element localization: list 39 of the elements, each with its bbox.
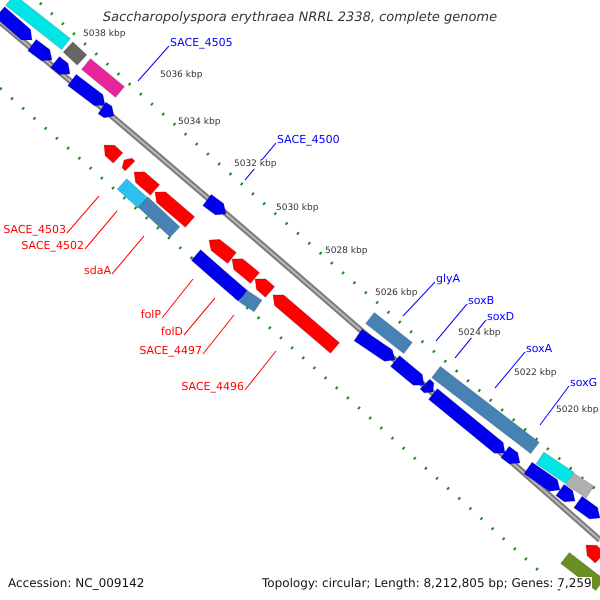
leader-line: [138, 46, 170, 82]
gene-label: glyA: [436, 273, 460, 284]
tick-label: 5036 kbp: [160, 71, 202, 80]
leader-line: [244, 350, 276, 390]
title: Saccharopolyspora erythraea NRRL 2338, complete genome: [102, 11, 498, 24]
gene-label: SACE_4497: [139, 345, 202, 356]
gene-label: soxB: [468, 295, 494, 306]
footer-text: Accession: NC_009142: [8, 577, 144, 589]
tick-label: 5028 kbp: [325, 247, 368, 256]
footer-text: Topology: circular; Length: 8,212,805 bp; Genes: 7,259: [262, 577, 592, 589]
tick-label: 5038 kbp: [83, 30, 126, 39]
gene-label: SACE_4496: [181, 381, 244, 392]
gene-label: SACE_4503: [3, 224, 66, 235]
tick-label: 5022 kbp: [514, 369, 556, 378]
tick-label: 5034 kbp: [178, 118, 220, 127]
leader-line: [184, 298, 216, 336]
tick-label: 5030 kbp: [276, 204, 318, 213]
gene-label: folD: [160, 326, 183, 337]
gene-label: SACE_4505: [170, 37, 233, 48]
leader-line: [112, 236, 144, 274]
gene-label: soxA: [526, 343, 552, 354]
gene-label: soxD: [487, 311, 514, 322]
tick-label: 5024 kbp: [458, 329, 500, 338]
leader-line: [202, 314, 234, 354]
leader-line: [436, 304, 468, 342]
leader-line: [494, 352, 526, 388]
gene-label: SACE_4500: [277, 134, 340, 145]
leader-line: [540, 386, 570, 426]
leader-line: [402, 282, 436, 316]
leader-line: [84, 210, 118, 250]
tick-label: 5020 kbp: [556, 406, 598, 415]
leader-line: [162, 278, 194, 318]
gene-label: soxG: [570, 377, 598, 388]
tick-label: 5026 kbp: [375, 289, 418, 298]
gene-label: sdaA: [84, 265, 111, 276]
leader-line: [66, 196, 100, 234]
tick-label: 5032 kbp: [234, 160, 276, 169]
gene-label: folP: [140, 309, 161, 320]
gene-label: SACE_4502: [21, 240, 84, 251]
